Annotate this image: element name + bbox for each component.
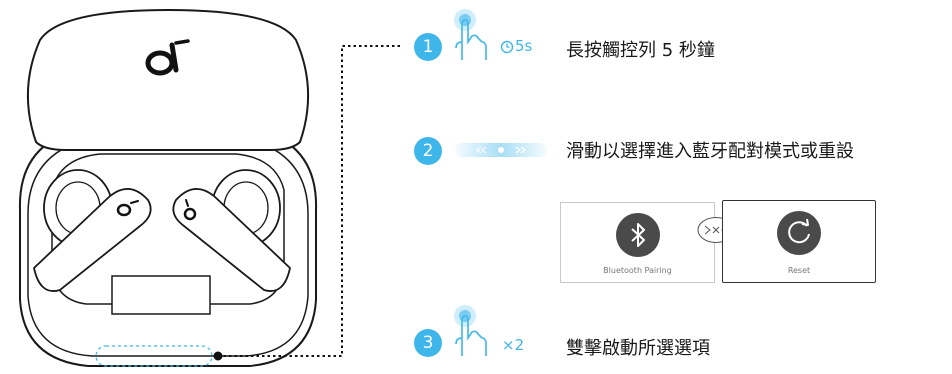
long-press-hand-icon (454, 9, 487, 60)
touch-bar-area (95, 345, 213, 367)
bluetooth-pairing-label: Bluetooth Pairing (603, 266, 672, 275)
step-3-count: ×2 (502, 336, 525, 354)
step-2-caption: 滑動以選擇進入藍牙配對模式或重設 (566, 141, 854, 162)
bluetooth-icon (615, 213, 660, 257)
step-1-caption: 長按觸控列 5 秒鐘 (566, 40, 715, 61)
clock-icon (500, 40, 514, 54)
reset-icon (777, 211, 821, 255)
connector-line (213, 45, 402, 361)
reset-label: Reset (787, 266, 811, 275)
lid-logo-icon (145, 39, 190, 76)
step-3-caption: 雙擊啟動所選選項 (566, 338, 710, 359)
step-3-number: 3 (414, 329, 442, 357)
double-tap-hand-icon (454, 305, 487, 356)
slide-arrows-icon (455, 143, 547, 157)
left-earbud (33, 169, 152, 292)
step-1-number: 1 (414, 33, 442, 61)
bluetooth-pairing-option: Bluetooth Pairing (560, 202, 715, 283)
charging-case-illustration (18, 8, 318, 367)
step-2-number: 2 (414, 137, 442, 165)
reset-option: Reset (722, 200, 876, 283)
right-earbud (172, 169, 291, 292)
case-display (111, 275, 211, 315)
step-1-duration: 5s (515, 37, 533, 55)
